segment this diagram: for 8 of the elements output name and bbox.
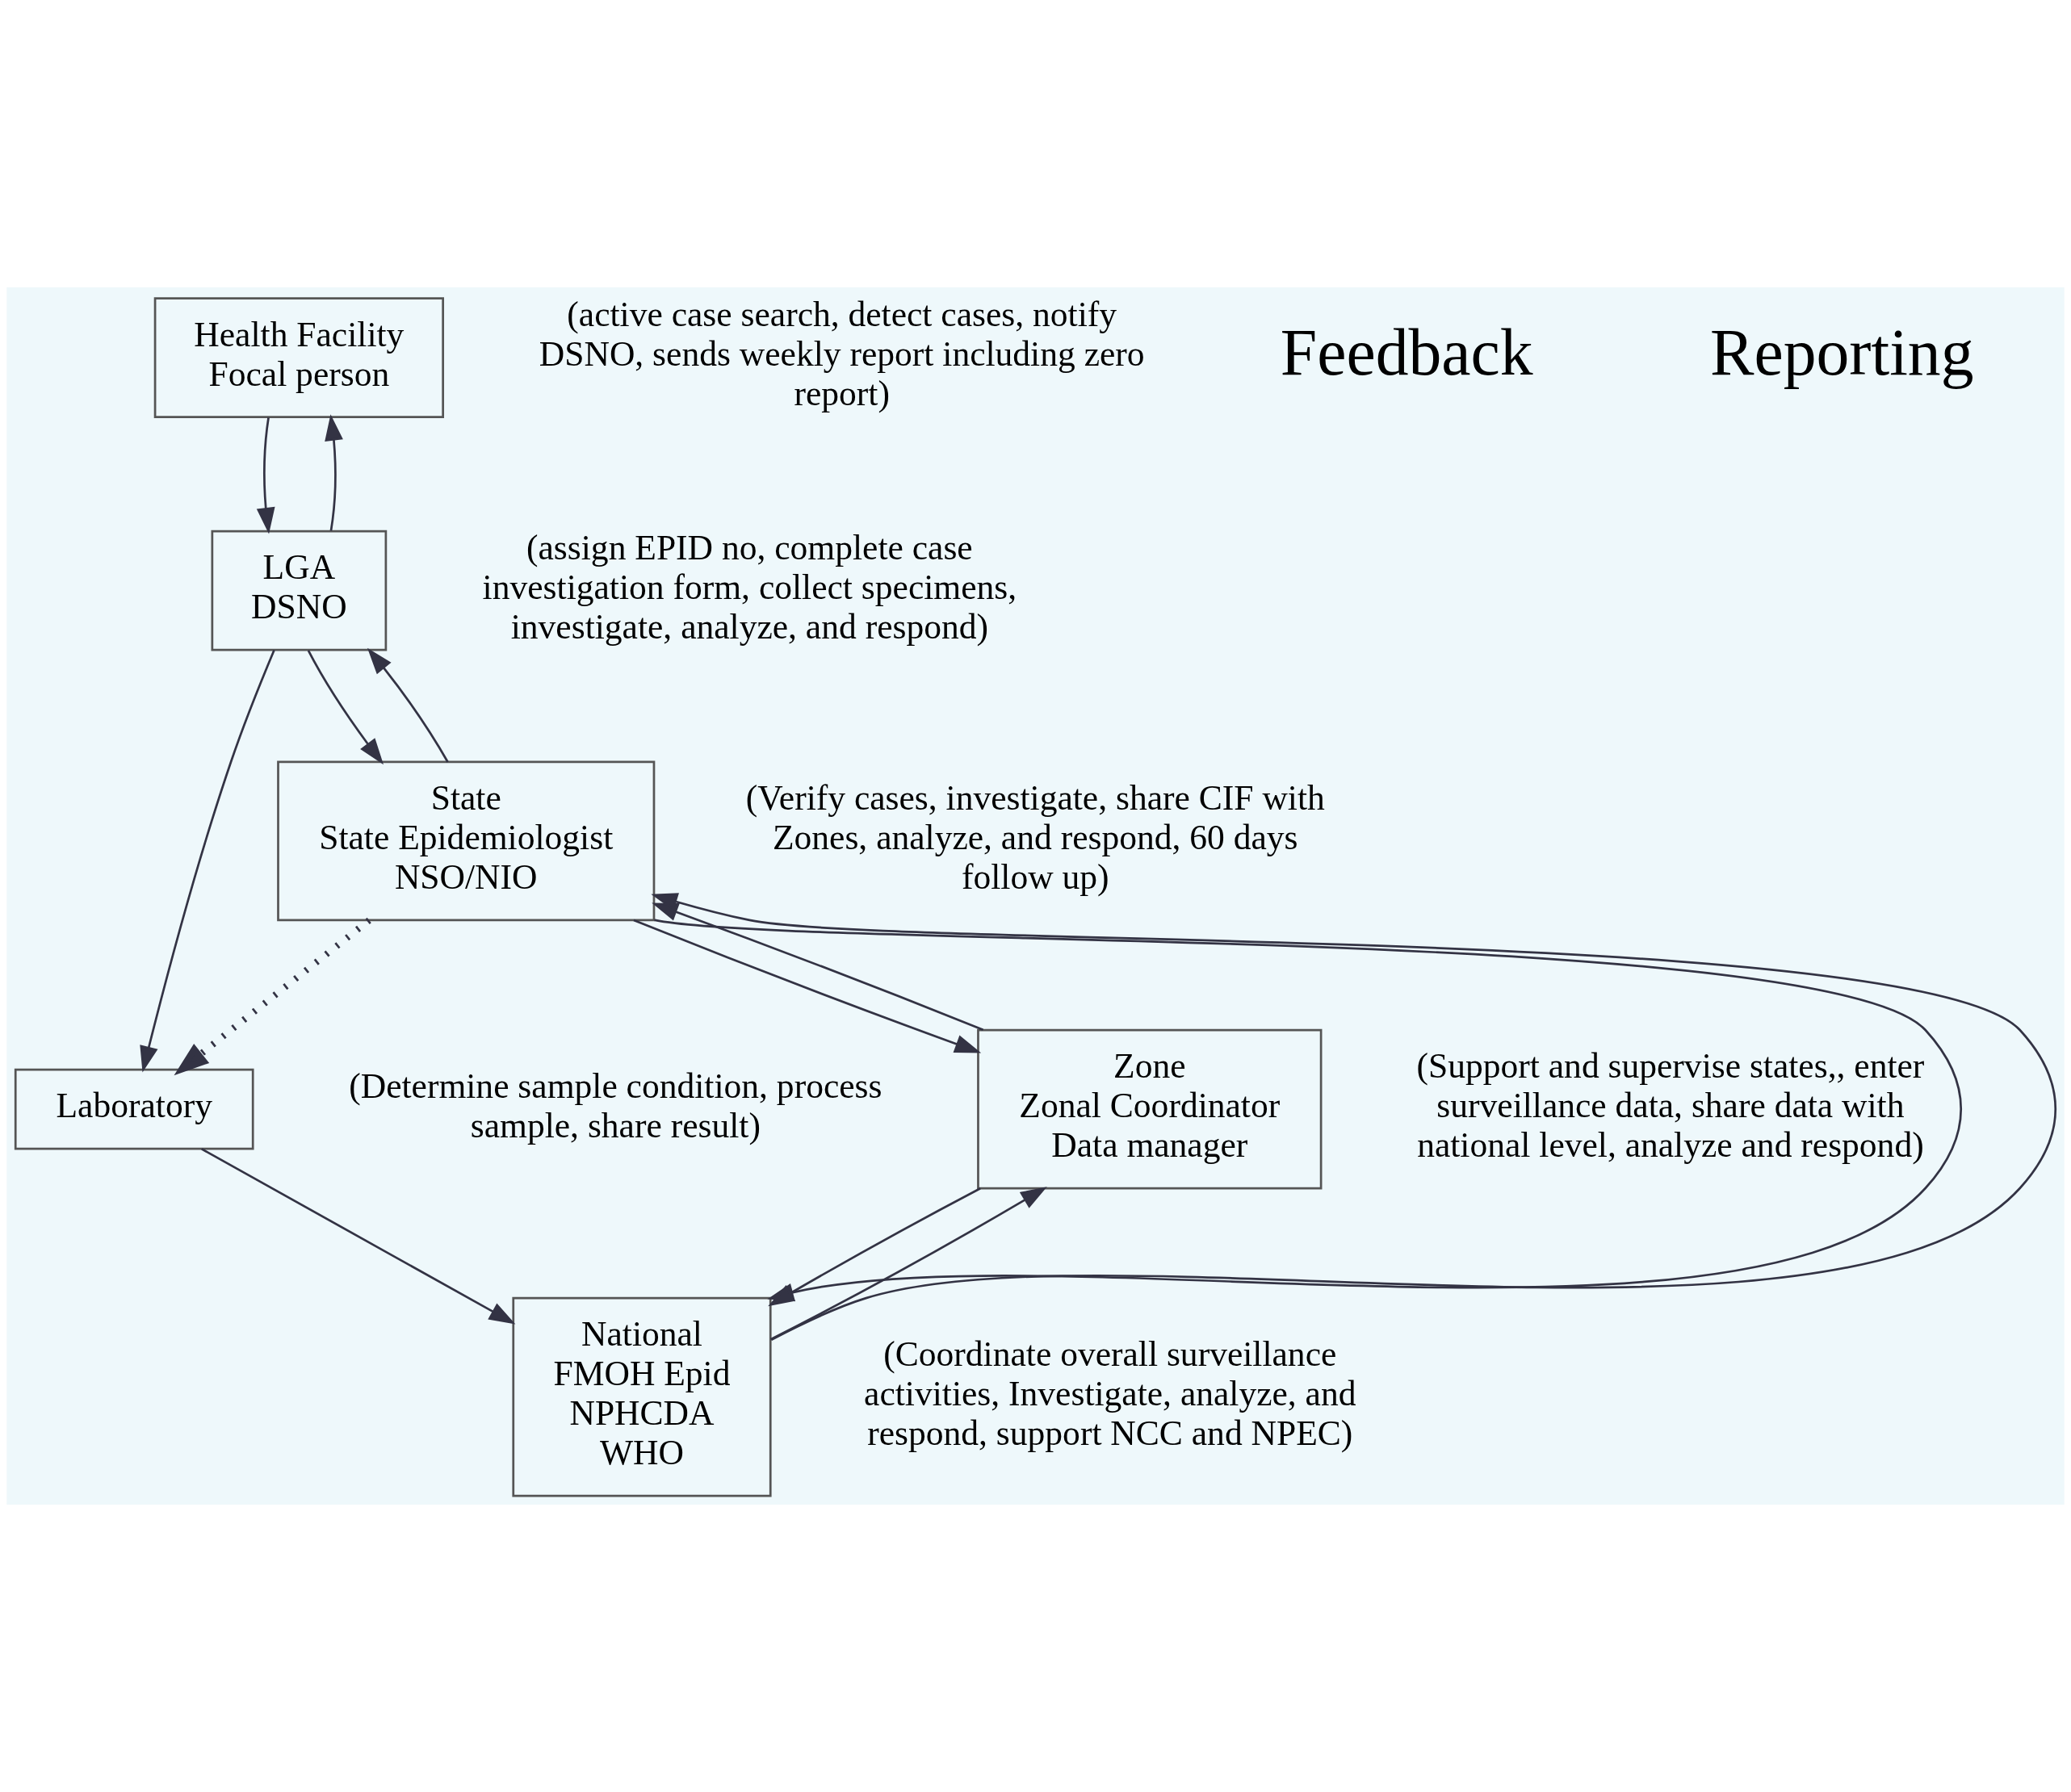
node-label: (Coordinate overall surveillance activities, Investigate, analyze, and respond, support NCC and NPEC) xyxy=(864,1334,1356,1452)
node-label: (Verify cases, investigate, share CIF with Zones, analyze, and respond, 60 days follow up) xyxy=(745,778,1325,897)
node-label: (Support and supervise states,, enter surveillance data, share data with national level, analyze and respond) xyxy=(1416,1046,1925,1165)
node-label: (active case search, detect cases, notify DSNO, sends weekly report including zero report) xyxy=(539,295,1145,413)
node-label: (assign EPID no, complete case investigation form, collect specimens, investigate, analyze, and respond) xyxy=(482,527,1017,646)
label: Feedback xyxy=(1280,315,1533,389)
node-label: (Determine sample condition, process sample, share result) xyxy=(349,1066,882,1145)
label: Reporting xyxy=(1709,315,1974,389)
